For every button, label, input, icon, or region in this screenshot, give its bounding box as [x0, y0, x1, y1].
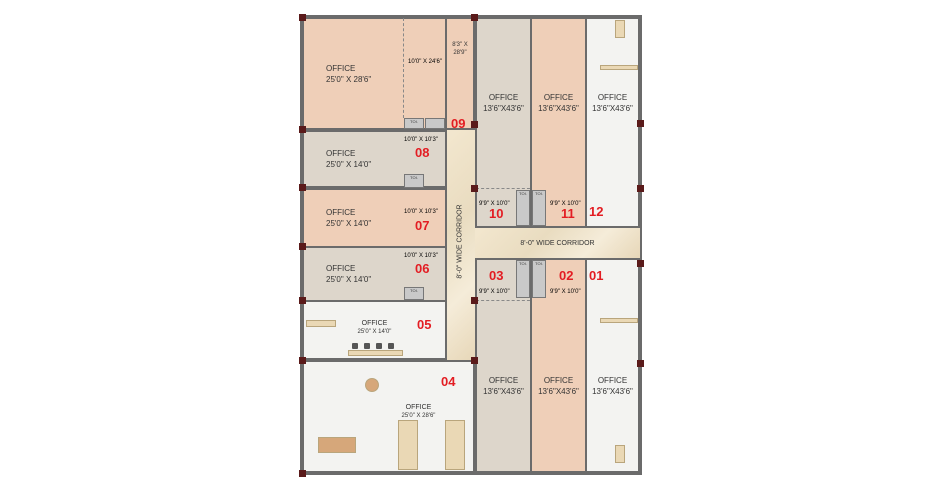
partition — [403, 18, 404, 118]
vertical-corridor-label: 8'-0" WIDE CORRIDOR — [456, 204, 464, 279]
office-label: OFFICE — [405, 404, 432, 411]
chair — [376, 343, 382, 349]
office-label: OFFICE — [326, 264, 356, 273]
office-size: 13'6"X43'6" — [483, 386, 524, 396]
cabin-size: 9'9" X 10'0" — [550, 289, 581, 295]
office-09-annex: 8'3" X 28'9" — [445, 17, 475, 130]
unit-number-03: 03 — [489, 268, 504, 283]
workstations — [615, 445, 625, 463]
unit-number-02: 02 — [559, 268, 574, 283]
office-size: 13'6"X43'6" — [483, 103, 524, 113]
horizontal-corridor-label: 8'-0" WIDE CORRIDOR — [520, 240, 595, 247]
cabin-size: 10'0" X 24'6" — [408, 59, 442, 65]
cabin-size: 10'0" X 10'3" — [404, 209, 438, 215]
column — [471, 121, 478, 128]
column — [471, 357, 478, 364]
desk — [306, 320, 336, 327]
column — [299, 357, 306, 364]
unit-number-07: 07 — [415, 218, 430, 233]
shaft — [425, 118, 445, 129]
chair — [364, 343, 370, 349]
office-label: OFFICE — [326, 208, 356, 217]
office-01[interactable]: OFFICE 13'6"X43'6" — [585, 258, 640, 473]
office-07[interactable]: OFFICE 25'0" X 14'0" — [302, 188, 447, 248]
cabin-size: 10'0" X 10'3" — [404, 137, 438, 143]
column — [637, 120, 644, 127]
office-size: 13'6"X43'6" — [592, 103, 633, 113]
column — [637, 260, 644, 267]
cabin-size: 9'9" X 10'0" — [550, 201, 581, 207]
column — [299, 126, 306, 133]
column — [637, 360, 644, 367]
toilet: TOI. — [516, 190, 530, 226]
vertical-corridor — [447, 130, 475, 360]
workstations — [600, 318, 638, 323]
column — [299, 243, 306, 250]
workstations — [348, 350, 403, 356]
office-09[interactable]: OFFICE 25'0" X 28'6" — [302, 17, 447, 130]
office-size: 13'6"X43'6" — [592, 386, 633, 396]
cabin-size: 9'9" X 10'0" — [479, 201, 510, 207]
conference-table — [318, 437, 356, 453]
office-size: 25'0" X 28'6" — [401, 413, 436, 419]
cabin-size: 9'9" X 10'0" — [479, 289, 510, 295]
unit-number-05: 05 — [417, 317, 432, 332]
office-size: 25'0" X 14'0" — [326, 275, 372, 284]
workstations — [600, 65, 638, 70]
unit-number-09: 09 — [451, 116, 466, 131]
office-label: OFFICE — [361, 320, 388, 327]
annex-size: 8'3" X 28'9" — [452, 42, 468, 56]
office-label: OFFICE — [543, 375, 574, 385]
unit-number-12: 12 — [589, 204, 604, 219]
cabin-size: 10'0" X 10'3" — [404, 253, 438, 259]
column — [471, 14, 478, 21]
office-size: 13'6"X43'6" — [538, 386, 579, 396]
office-size: 25'0" X 14'0" — [326, 219, 372, 228]
column — [299, 184, 306, 191]
office-label: OFFICE — [488, 92, 519, 102]
unit-number-01: 01 — [589, 268, 604, 283]
unit-number-11: 11 — [561, 206, 575, 221]
column — [637, 185, 644, 192]
workstations — [615, 20, 625, 38]
column — [299, 14, 306, 21]
office-label: OFFICE — [597, 92, 628, 102]
toilet: TOI. — [532, 190, 546, 226]
unit-number-06: 06 — [415, 261, 430, 276]
workstations — [398, 420, 418, 470]
office-size: 25'0" X 14'0" — [357, 329, 392, 335]
toilet: TOI. — [404, 174, 424, 188]
workstations — [445, 420, 465, 470]
toilet: TOI. — [404, 287, 424, 300]
column — [471, 297, 478, 304]
horizontal-corridor — [475, 228, 640, 258]
office-label: OFFICE — [543, 92, 574, 102]
office-label: OFFICE — [326, 64, 356, 73]
office-12[interactable]: OFFICE 13'6"X43'6" — [585, 17, 640, 228]
office-label: OFFICE — [326, 149, 356, 158]
toilet: TOI. — [404, 118, 424, 129]
office-11[interactable]: OFFICE 13'6"X43'6" — [530, 17, 587, 228]
column — [299, 297, 306, 304]
office-label: OFFICE — [597, 375, 628, 385]
unit-number-08: 08 — [415, 145, 430, 160]
office-size: 25'0" X 14'0" — [326, 160, 372, 169]
toilet: TOI. — [532, 260, 546, 298]
unit-number-04: 04 — [441, 374, 456, 389]
chair — [388, 343, 394, 349]
office-size: 25'0" X 28'6" — [326, 75, 372, 84]
office-label: OFFICE — [488, 375, 519, 385]
round-table — [365, 378, 379, 392]
office-size: 13'6"X43'6" — [538, 103, 579, 113]
unit-number-10: 10 — [489, 206, 504, 221]
column — [471, 185, 478, 192]
column — [299, 470, 306, 477]
toilet: TOI. — [516, 260, 530, 298]
chair — [352, 343, 358, 349]
